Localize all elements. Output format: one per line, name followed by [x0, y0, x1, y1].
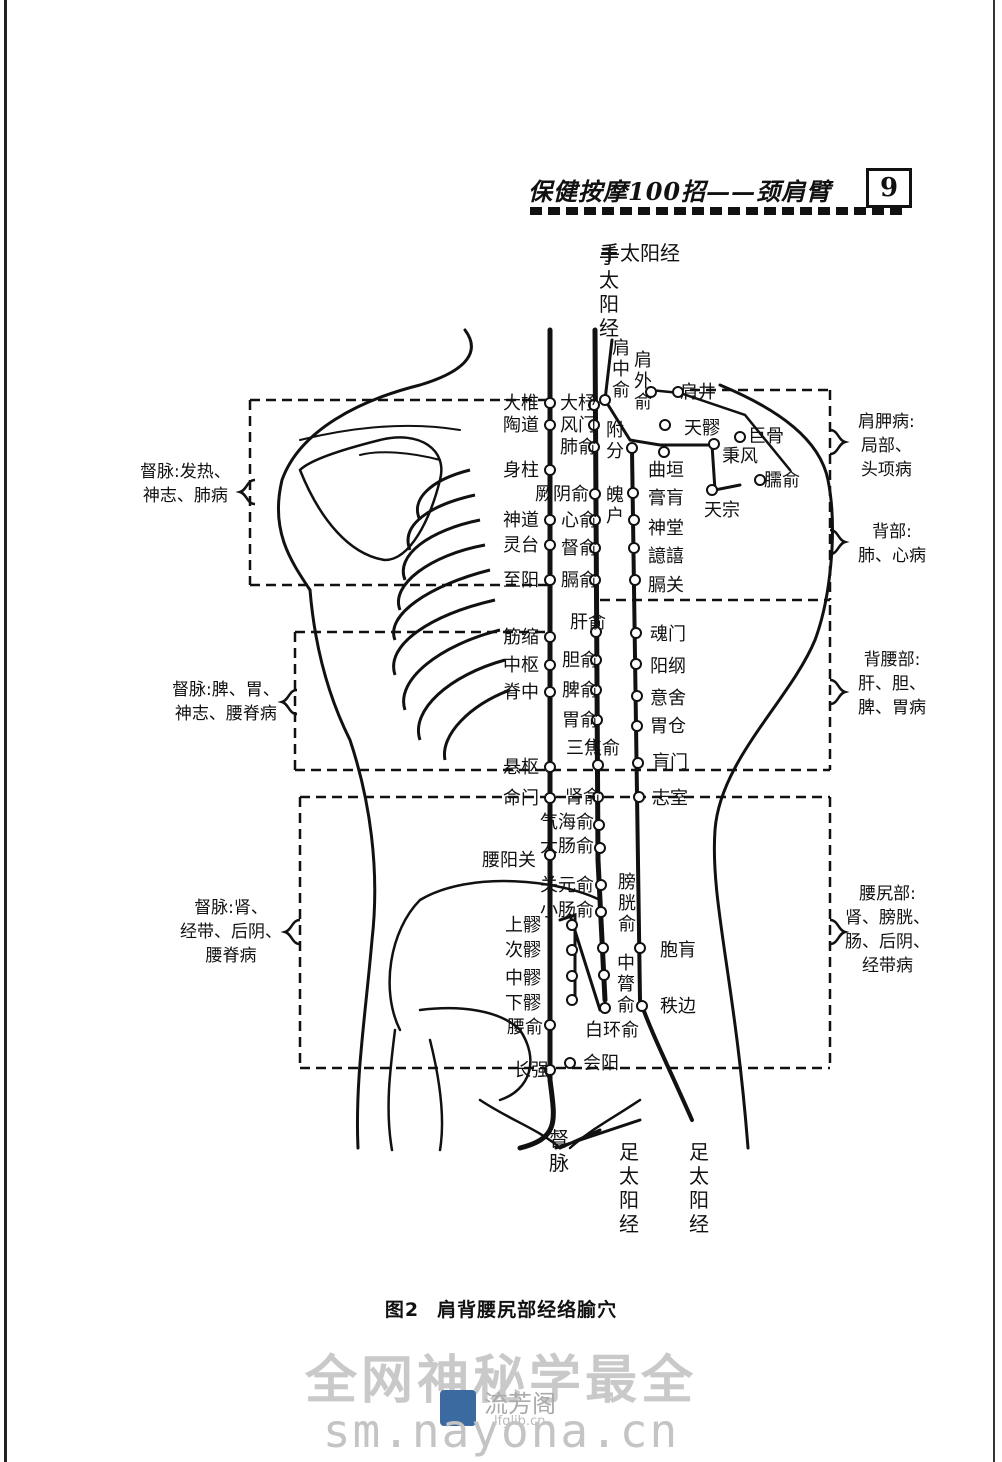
point-label-outer-3: 神堂 [648, 518, 684, 539]
point-label-shoulder-3: 天髎 [684, 418, 720, 439]
point-label-outer-4: 譩譆 [648, 546, 684, 567]
point-label-inner-8: 胆俞 [562, 650, 598, 671]
bracket-braces [235, 428, 850, 946]
point-label-du-12: 长强 [513, 1060, 549, 1081]
page-right-border [993, 0, 995, 1462]
point-label-inner-6: 膈俞 [561, 570, 597, 591]
du-mai-line [517, 327, 556, 1151]
point-label-inner-18: 中膂俞 [617, 953, 635, 1016]
point-label-sacral-0: 上髎 [505, 915, 541, 936]
point-label-du-8: 脊中 [503, 682, 539, 703]
point-label-outer-1: 魄户 [606, 485, 624, 527]
figure-number: 图2 [384, 1299, 420, 1321]
watermark-logo-icon [440, 1390, 476, 1426]
point-label-shoulder-7: 臑俞 [764, 470, 800, 491]
watermark-logo-subtext: lfglib.cn [494, 1414, 546, 1429]
point-label-inner-4: 心俞 [561, 510, 597, 531]
group-right-1: 肩胛病: 局部、 头项病 [858, 412, 915, 480]
point-label-du-0: 大椎 [503, 393, 539, 414]
point-label-sacral-2: 中髎 [505, 968, 541, 989]
point-label-shoulder-1: 肩外俞 [634, 350, 652, 413]
point-label-outer-9: 胃仓 [650, 716, 686, 737]
shou-taiyang-line [603, 338, 614, 402]
figure-caption: 图2 肩背腰尻部经络腧穴 [0, 1295, 1002, 1322]
group-left-1: 督脉:发热、 神志、肺病 [140, 462, 231, 506]
point-label-inner-11: 三焦俞 [566, 738, 620, 759]
point-label-shoulder-6: 秉风 [722, 446, 758, 467]
point-label-outer-13: 秩边 [660, 996, 696, 1017]
point-label-inner-16: 小肠俞 [540, 900, 594, 921]
point-label-du-11: 腰阳关 [482, 850, 536, 871]
point-label-shoulder-0: 肩中俞 [612, 338, 630, 401]
point-label-inner-1: 风门 [560, 415, 596, 436]
meridian-label-du-mai-vertical: 督脉 [549, 1127, 569, 1175]
point-label-sacral-3: 下髎 [505, 993, 541, 1014]
meridian-label-shou-taiyang-vertical: 手太阳经 [599, 244, 619, 340]
zu-taiyang-inner-line [592, 327, 608, 1003]
shoulder-path [603, 398, 742, 492]
meridian-label-zu-taiyang-inner-vertical: 足太阳经 [619, 1140, 639, 1236]
point-label-outer-11: 志室 [652, 788, 688, 809]
group-right-4: 腰尻部: 肾、膀胱、 肠、后阴、 经带病 [845, 884, 930, 976]
point-label-outer-0: 附分 [606, 420, 624, 462]
point-label-du-9: 悬枢 [503, 757, 539, 778]
point-label-inner-17: 膀胱俞 [618, 872, 636, 935]
page-number: 9 [866, 168, 912, 208]
point-label-inner-10: 胃俞 [562, 710, 598, 731]
meridian-label-zu-taiyang-outer-vertical: 足太阳经 [689, 1140, 709, 1236]
rib-cage [392, 468, 511, 761]
point-label-inner-2: 肺俞 [560, 437, 596, 458]
group-right-3: 背腰部: 肝、胆、 脾、胃病 [858, 650, 926, 718]
point-label-inner-7: 肝俞 [570, 612, 606, 633]
point-label-du-7: 中枢 [503, 655, 539, 676]
running-header-title: 保健按摩100招——颈肩臂 [528, 177, 832, 206]
point-label-shoulder-4: 巨骨 [748, 426, 784, 447]
point-label-du-2: 身柱 [503, 460, 539, 481]
header-rule [530, 207, 904, 215]
point-label-outer-7: 阳纲 [650, 656, 686, 677]
page-left-border [4, 0, 7, 1462]
body-outline [277, 328, 834, 1152]
meridian-label-shou-taiyang: 手太阳经 [600, 241, 680, 265]
point-label-inner-13: 气海俞 [540, 812, 594, 833]
point-label-inner-9: 脾俞 [562, 680, 598, 701]
point-label-du-4: 灵台 [503, 535, 539, 556]
figure-title: 肩背腰尻部经络腧穴 [437, 1299, 618, 1321]
point-label-inner-12: 肾俞 [565, 787, 601, 808]
point-label-du-3: 神道 [503, 510, 539, 531]
point-label-inner-3: 厥阴俞 [535, 484, 589, 505]
point-label-outer-2: 膏肓 [648, 488, 684, 509]
watermark-line-1: 全网神秘学最全 [304, 1351, 697, 1411]
point-label-shoulder-2: 肩井 [680, 382, 716, 403]
group-right-2: 背部: 肺、心病 [858, 522, 926, 566]
group-brackets [248, 388, 832, 1070]
point-label-du-1: 陶道 [503, 415, 539, 436]
point-label-outer-5: 膈关 [648, 575, 684, 596]
point-label-du-10: 命门 [503, 788, 539, 809]
acupoint-figure: 手太阳经 [235, 241, 850, 1152]
group-left-2: 督脉:脾、胃、 神志、腰脊病 [172, 680, 280, 724]
point-label-outer-8: 意舍 [650, 688, 686, 709]
point-label-inner-14: 大肠俞 [540, 836, 594, 857]
point-label-sacral-1: 次髎 [505, 940, 541, 961]
point-label-shoulder-5: 曲垣 [648, 460, 684, 481]
point-label-outer-6: 魂门 [650, 624, 686, 645]
point-label-inner-5: 督俞 [561, 538, 597, 559]
point-label-sacral-5: 会阳 [583, 1053, 619, 1074]
point-label-shoulder-8: 天宗 [704, 500, 740, 521]
group-left-3: 督脉:肾、 经带、后阴、 腰脊病 [180, 898, 282, 966]
acupoint-dots [544, 386, 766, 1076]
point-label-du-5: 至阳 [503, 570, 539, 591]
point-label-outer-10: 肓门 [652, 752, 688, 773]
point-label-sacral-4: 腰俞 [507, 1017, 543, 1038]
watermark-logo-text: 流芳阁 [484, 1390, 556, 1418]
point-label-outer-12: 胞肓 [660, 940, 696, 961]
watermark-line-2: sm.nayona.cn [322, 1404, 680, 1458]
point-label-inner-15: 关元俞 [540, 875, 594, 896]
point-label-inner-0: 大杼 [560, 393, 596, 414]
point-label-inner-19: 白环俞 [585, 1020, 639, 1041]
point-label-du-6: 筋缩 [503, 627, 539, 648]
